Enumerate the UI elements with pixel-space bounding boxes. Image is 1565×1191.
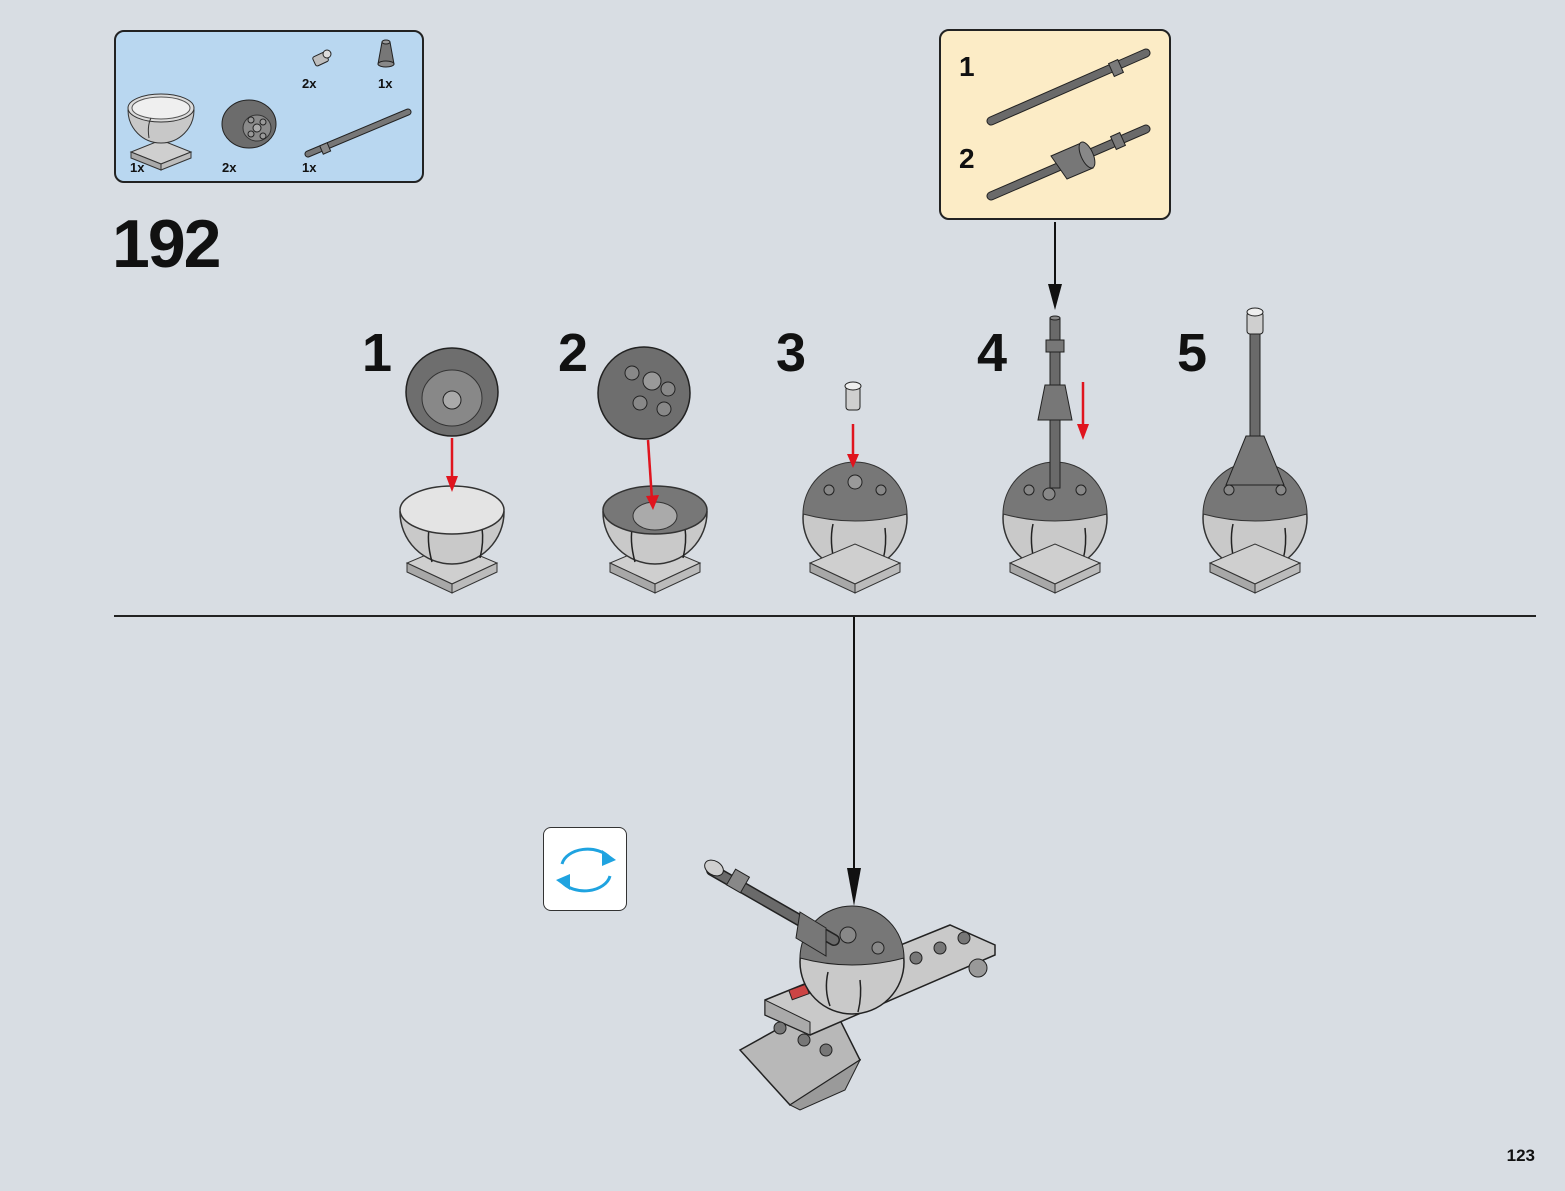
qty-cone: 1x — [378, 76, 393, 91]
parts-illustration — [127, 39, 412, 171]
sub-assembly-step-2-number: 2 — [959, 143, 975, 174]
section-divider — [114, 615, 1536, 617]
sub-assembly-illustration — [986, 48, 1151, 201]
sub-assembly-pointer-arrow — [1048, 222, 1062, 310]
axle-bar-step-1-icon — [986, 48, 1151, 126]
substep-2-number: 2 — [558, 323, 589, 383]
axle-bar-with-cone-step-2-icon — [986, 124, 1151, 201]
page-number: 123 — [1506, 1146, 1535, 1165]
step-number: 192 — [112, 206, 221, 282]
substep-3-number: 3 — [776, 323, 807, 383]
qty-pin: 2x — [302, 76, 317, 91]
substep-4-number: 4 — [977, 323, 1008, 383]
substep-3-illustration — [802, 381, 908, 594]
qty-axle-bar: 1x — [302, 160, 317, 175]
substep-2-illustration — [597, 346, 708, 594]
substep-5-number: 5 — [1177, 323, 1208, 383]
cone-part-icon — [377, 39, 395, 68]
dome-bowl-part-icon — [127, 93, 195, 171]
substep-1-illustration — [399, 347, 505, 594]
final-assembly-pointer-arrow — [847, 617, 861, 906]
long-axle-bar-part-icon — [304, 108, 412, 158]
substep-1-number: 1 — [362, 323, 393, 383]
sub-assembly-step-1-number: 1 — [959, 51, 975, 82]
substep-4-illustration — [1002, 315, 1108, 594]
sub-assembly-box: 1 2 — [939, 29, 1171, 220]
final-assembly-illustration — [704, 859, 996, 1111]
pin-connector-part-icon — [312, 49, 332, 67]
qty-dish-half: 2x — [222, 160, 237, 175]
qty-dome-bowl: 1x — [130, 160, 145, 175]
dish-ball-half-part-icon — [221, 99, 277, 149]
substep-5-illustration — [1202, 307, 1308, 594]
rotate-model-icon — [543, 827, 627, 911]
parts-list-box: 1x 2x 2x 1x 1x — [114, 30, 424, 183]
